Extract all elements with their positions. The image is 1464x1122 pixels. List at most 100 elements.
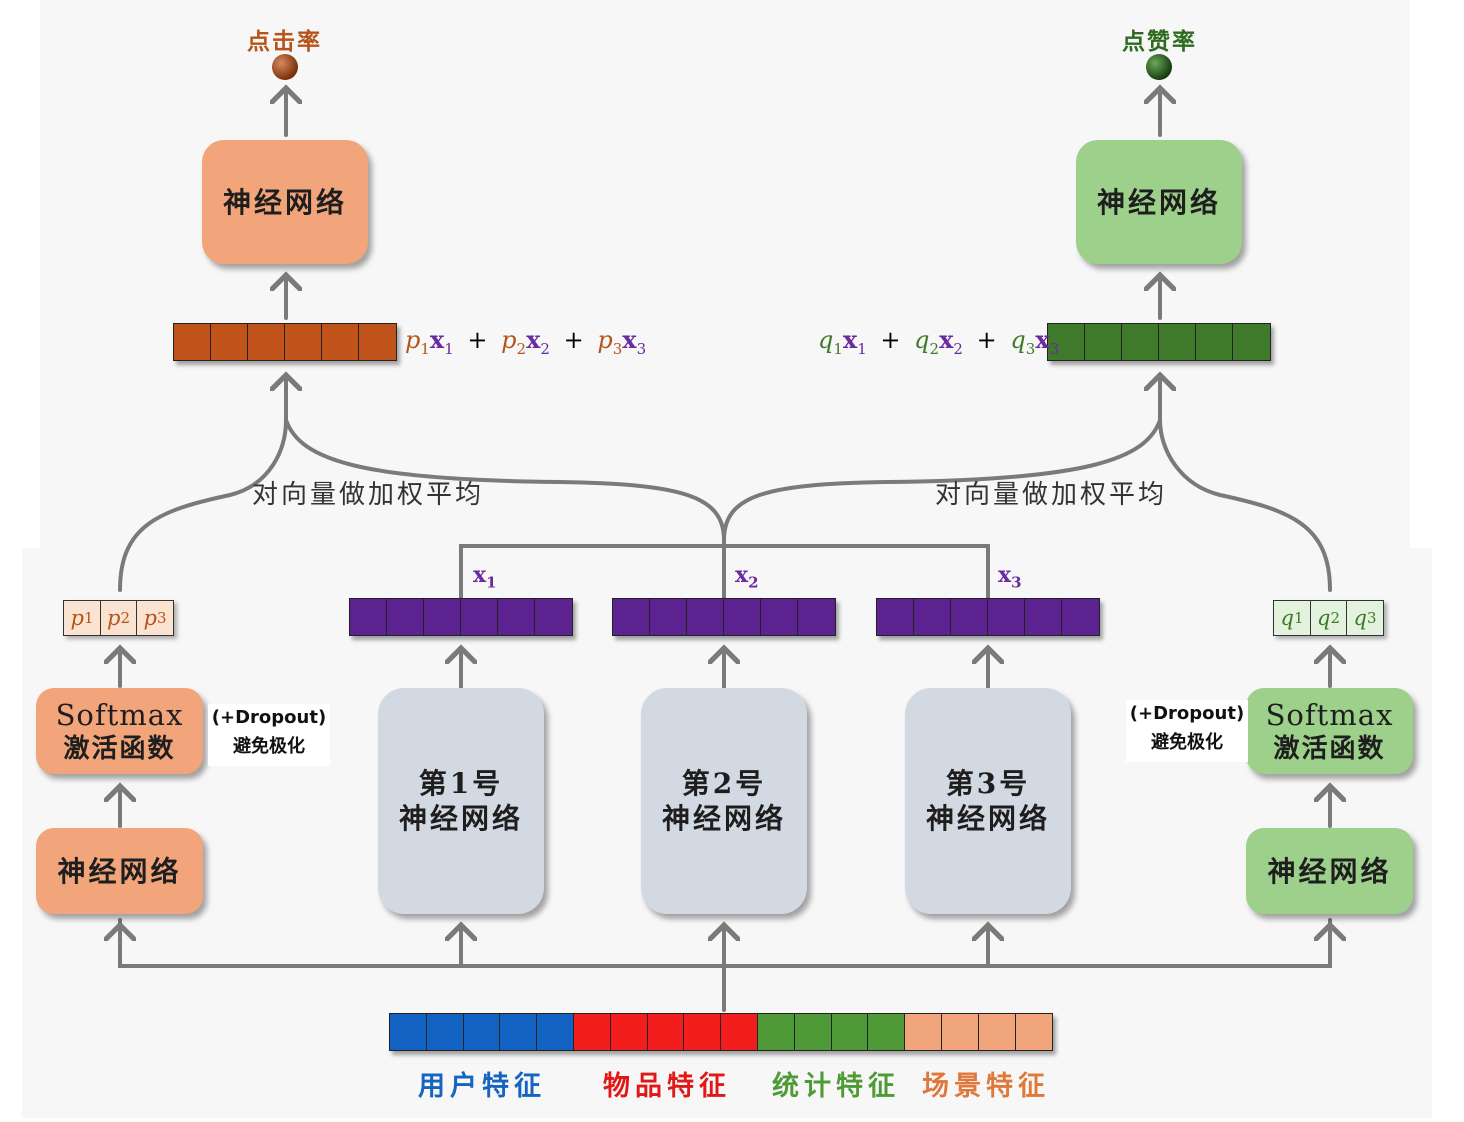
right-formula-sub: 1 bbox=[857, 339, 867, 358]
left-formula-w1: p bbox=[405, 326, 421, 354]
vector-cell bbox=[1158, 323, 1197, 361]
right-formula-x1: x bbox=[842, 325, 858, 354]
vector-cell bbox=[940, 1013, 980, 1051]
vector-cell bbox=[830, 1013, 869, 1051]
weight-symbol: q bbox=[1280, 606, 1294, 630]
expert3-title: 第3号 bbox=[945, 767, 1031, 800]
vector-cell bbox=[867, 1013, 906, 1051]
weight-sub: 1 bbox=[1293, 609, 1304, 627]
weight-symbol: p bbox=[70, 606, 84, 630]
vector-cell bbox=[609, 1013, 649, 1051]
vector-cell bbox=[646, 1013, 685, 1051]
left-formula: p1x1 + p2x2 + p3x3 bbox=[405, 325, 646, 358]
left-softmax-title: Softmax bbox=[55, 697, 184, 732]
weight-sub: 3 bbox=[156, 609, 167, 627]
x-sub: 1 bbox=[486, 573, 497, 592]
left-formula-sub: 3 bbox=[612, 339, 623, 358]
like-output-node bbox=[1146, 54, 1172, 80]
expert2-box: 第2号 神经网络 bbox=[641, 688, 807, 914]
right-softmax-subtitle: 激活函数 bbox=[1273, 733, 1386, 764]
vector-cell bbox=[612, 598, 651, 636]
vector-cell bbox=[1121, 323, 1160, 361]
right-formula-w1: q bbox=[818, 326, 834, 354]
vector-cell bbox=[460, 598, 499, 636]
expert2-subtitle: 神经网络 bbox=[661, 802, 786, 835]
right-formula-sub: 1 bbox=[833, 339, 843, 358]
left-formula-sub: 2 bbox=[540, 339, 550, 358]
vector-cell bbox=[1084, 323, 1123, 361]
expert3-box: 第3号 神经网络 bbox=[905, 688, 1071, 914]
left-top-nn-label: 神经网络 bbox=[222, 185, 347, 219]
right-top-nn-box: 神经网络 bbox=[1076, 140, 1242, 264]
vector-cell bbox=[247, 323, 286, 361]
left-formula-w3: p bbox=[597, 326, 613, 354]
weight-symbol: p bbox=[107, 606, 121, 630]
left-formula-plus: + bbox=[563, 326, 584, 354]
x3-label: x3 bbox=[998, 562, 1022, 591]
vector-cell bbox=[349, 598, 388, 636]
stat-feature-label: 统计特征 bbox=[772, 1071, 900, 1102]
vector-cell bbox=[876, 598, 915, 636]
right-formula-x3: x bbox=[1035, 325, 1050, 354]
vector-cell bbox=[793, 1013, 833, 1051]
upper-background bbox=[40, 0, 1410, 560]
vector-cell bbox=[386, 598, 425, 636]
right-formula-plus: + bbox=[880, 326, 901, 354]
expert1-box: 第1号 神经网络 bbox=[378, 688, 544, 914]
weight-sub: 2 bbox=[120, 609, 130, 627]
x-sub: 2 bbox=[748, 573, 759, 592]
vector-cell bbox=[389, 1013, 428, 1051]
right-weighted-vector bbox=[1047, 323, 1271, 361]
weight-sub: 2 bbox=[1330, 609, 1340, 627]
left-formula-sub: 1 bbox=[444, 339, 454, 358]
left-formula-w2: p bbox=[501, 326, 517, 354]
vector-cell bbox=[649, 598, 688, 636]
right-gate-nn-box: 神经网络 bbox=[1246, 828, 1413, 914]
vector-cell bbox=[686, 598, 725, 636]
vector-cell bbox=[720, 1013, 759, 1051]
right-formula-w2: q bbox=[914, 326, 930, 354]
left-formula-x1: x bbox=[429, 325, 445, 354]
left-dropout-line1: (+Dropout) bbox=[211, 707, 327, 728]
left-formula-plus: + bbox=[467, 326, 488, 354]
scene-feature-label: 场景特征 bbox=[922, 1071, 1050, 1102]
right-formula-sub: 2 bbox=[953, 339, 963, 358]
vector-cell bbox=[572, 1013, 612, 1051]
vector-cell bbox=[1024, 598, 1063, 636]
expert1-vector bbox=[349, 598, 573, 636]
right-gate-nn-label: 神经网络 bbox=[1267, 854, 1392, 888]
weight-symbol: q bbox=[1353, 606, 1367, 630]
vector-cell bbox=[1232, 323, 1271, 361]
left-formula-sub: 1 bbox=[420, 339, 430, 358]
left-gate-nn-box: 神经网络 bbox=[36, 828, 203, 914]
expert2-title: 第2号 bbox=[681, 767, 767, 800]
x-symbol: x bbox=[735, 562, 749, 588]
right-formula-plus: + bbox=[976, 326, 997, 354]
vector-cell bbox=[425, 1013, 465, 1051]
expert3-subtitle: 神经网络 bbox=[925, 802, 1050, 835]
curve-right-weights bbox=[1158, 418, 1332, 592]
right-formula: q1x1 + q2x2 + q3x3 bbox=[818, 325, 1059, 358]
vector-cell bbox=[797, 598, 836, 636]
right-weighted-label: 对向量做加权平均 bbox=[935, 480, 1168, 510]
right-formula-w3: q bbox=[1010, 326, 1026, 354]
vector-cell bbox=[210, 323, 249, 361]
left-softmax-box: Softmax 激活函数 bbox=[36, 688, 203, 774]
left-formula-sub: 3 bbox=[636, 339, 647, 358]
vector-cell bbox=[756, 1013, 796, 1051]
left-dropout-line2: 避免极化 bbox=[233, 735, 305, 757]
right-dropout-line1: (+Dropout) bbox=[1129, 703, 1245, 724]
item-feature-label: 物品特征 bbox=[603, 1071, 731, 1102]
vector-cell bbox=[913, 598, 952, 636]
weight-sub: 3 bbox=[1366, 609, 1377, 627]
right-formula-sub: 3 bbox=[1025, 339, 1036, 358]
expert1-subtitle: 神经网络 bbox=[398, 802, 523, 835]
vector-cell bbox=[904, 1013, 943, 1051]
vector-cell bbox=[987, 598, 1026, 636]
left-formula-x3: x bbox=[622, 325, 637, 354]
left-gate-nn-label: 神经网络 bbox=[57, 854, 182, 888]
